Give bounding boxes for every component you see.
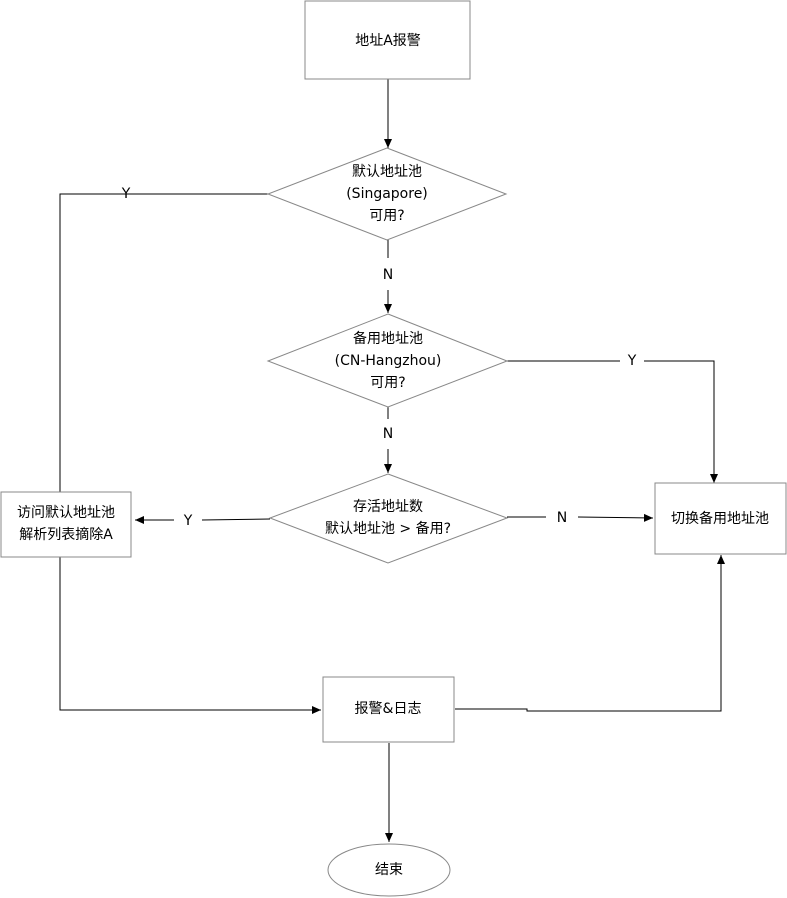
switch-backup-box <box>654 482 787 555</box>
node-default-pool: 默认地址池 (Singapore) 可用? <box>266 147 508 241</box>
node-backup-pool: 备用地址池 (CN-Hangzhou) 可用? <box>266 313 509 408</box>
edges <box>59 79 725 842</box>
label-backup-yes: Y <box>627 353 637 369</box>
edge-compare-no-b <box>577 513 654 522</box>
label-default-yes: Y <box>121 186 131 202</box>
default-pool-line3: 可用? <box>369 208 404 224</box>
visit-default-box <box>0 491 132 558</box>
compare-diamond <box>268 473 509 564</box>
label-compare-yes: Y <box>183 513 193 529</box>
compare-line1: 存活地址数 <box>353 499 423 515</box>
default-pool-diamond <box>266 147 508 241</box>
node-compare: 存活地址数 默认地址池 > 备用? <box>268 473 509 564</box>
alarm-log-box <box>322 676 455 743</box>
node-switch-backup: 切换备用地址池 <box>654 482 787 555</box>
label-compare-no: N <box>557 510 567 526</box>
default-pool-line2: (Singapore) <box>346 186 428 202</box>
node-start: 地址A报警 <box>304 0 471 80</box>
switch-backup-label: 切换备用地址池 <box>671 510 769 527</box>
alarm-log-label: 报警&日志 <box>355 701 422 717</box>
edge-default-yes <box>59 193 268 492</box>
visit-default-line2: 解析列表摘除A <box>19 526 113 543</box>
label-default-no: N <box>383 267 393 283</box>
default-pool-line1: 默认地址池 <box>352 164 422 180</box>
start-label: 地址A报警 <box>355 33 421 49</box>
edge-alarm-to-switch <box>455 555 725 712</box>
end-label: 结束 <box>375 862 403 878</box>
label-backup-no: N <box>383 426 393 442</box>
node-alarm-log: 报警&日志 <box>322 676 455 743</box>
node-end: 结束 <box>327 843 451 897</box>
start-box <box>304 0 471 80</box>
edge-visit-to-alarm <box>59 557 321 714</box>
edge-compare-yes-a <box>201 518 271 521</box>
node-visit-default: 访问默认地址池 解析列表摘除A <box>0 491 132 558</box>
edge-backup-yes-right <box>644 360 718 483</box>
backup-pool-line2: (CN-Hangzhou) <box>335 353 442 369</box>
edge-labels: Y N Y N Y N <box>121 186 637 529</box>
compare-line2: 默认地址池 > 备用? <box>325 520 451 537</box>
visit-default-line1: 访问默认地址池 <box>17 505 115 521</box>
end-ellipse <box>327 843 451 897</box>
backup-pool-line1: 备用地址池 <box>353 330 423 347</box>
backup-pool-diamond <box>266 313 509 408</box>
backup-pool-line3: 可用? <box>370 375 405 391</box>
